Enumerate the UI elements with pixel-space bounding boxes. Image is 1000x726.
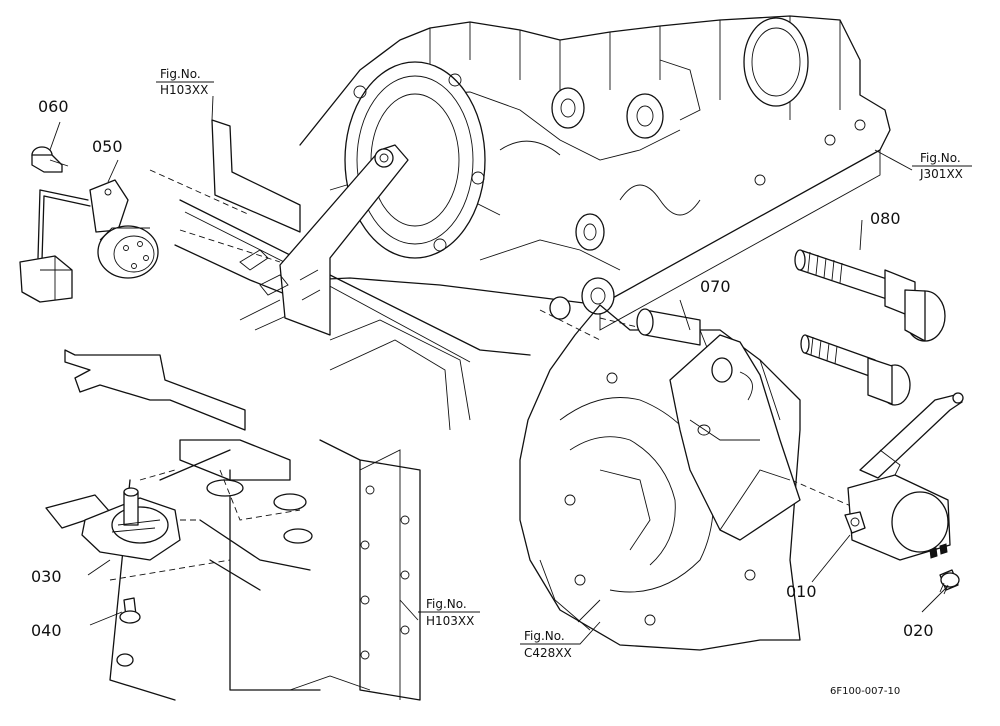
- fig-ref-j301: Fig.No. J301XX: [912, 151, 972, 181]
- part-060-bolt: [31, 146, 69, 173]
- label-060: 060: [38, 97, 69, 116]
- frame-bracket-lower: [64, 349, 421, 701]
- label-020: 020: [903, 621, 934, 640]
- label-080: 080: [870, 209, 901, 228]
- fig-ref-h103-bottom-line1: Fig.No.: [426, 597, 467, 611]
- fig-ref-c428-line2: C428XX: [524, 646, 572, 660]
- part-080-bolt-lower: [800, 334, 911, 406]
- label-010: 010: [786, 582, 817, 601]
- drawing-code: 6F100-007-10: [830, 686, 900, 697]
- part-030-sensor: [45, 487, 181, 561]
- fig-ref-c428-line1: Fig.No.: [524, 629, 565, 643]
- fig-ref-j301-line2: J301XX: [919, 167, 963, 181]
- fig-ref-h103-bottom: Fig.No. H103XX: [418, 597, 480, 628]
- part-040-screw: [119, 597, 141, 624]
- part-080-bolt-upper: [794, 249, 946, 342]
- fig-ref-h103-top-line2: H103XX: [160, 83, 208, 97]
- fig-ref-j301-line1: Fig.No.: [920, 151, 961, 165]
- part-010-position-sensor: [844, 392, 964, 561]
- assembly-guide-lines: [109, 169, 861, 581]
- label-040: 040: [31, 621, 62, 640]
- label-030: 030: [31, 567, 62, 586]
- part-070-bracket: [636, 308, 801, 541]
- leader-lines: [49, 95, 949, 626]
- part-labels: 010 020 030 040 050 060 070 080: [31, 97, 934, 640]
- transmission-case-housing: [299, 15, 891, 331]
- fig-ref-h103-bottom-line2: H103XX: [426, 614, 474, 628]
- label-050: 050: [92, 137, 123, 156]
- part-050-sensor: [19, 179, 159, 303]
- label-070: 070: [700, 277, 731, 296]
- part-020-screw: [939, 569, 960, 595]
- sensor-mount-plate: [239, 144, 409, 336]
- fig-ref-h103-top-line1: Fig.No.: [160, 67, 201, 81]
- fig-ref-h103-top: Fig.No. H103XX: [156, 67, 214, 97]
- fig-ref-c428: Fig.No. C428XX: [520, 621, 601, 660]
